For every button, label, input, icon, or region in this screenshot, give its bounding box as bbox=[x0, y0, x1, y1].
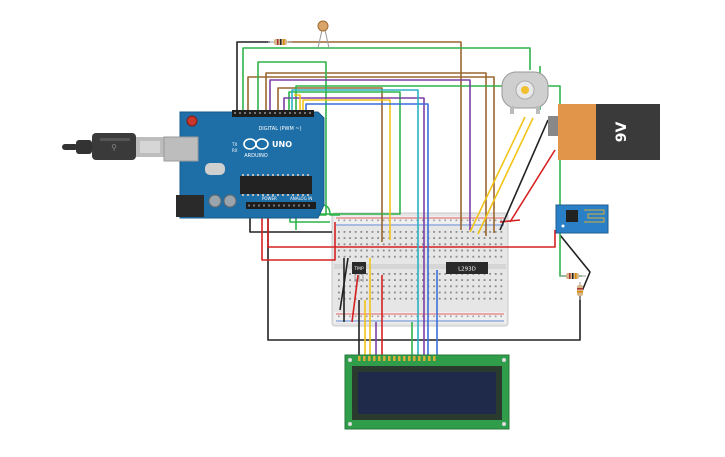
lcd-screen bbox=[358, 372, 496, 414]
usb-icon: ⚲ bbox=[111, 143, 117, 152]
reset-button[interactable] bbox=[186, 115, 198, 127]
arduino-logo-icon bbox=[243, 138, 269, 150]
rx-label: RX bbox=[232, 148, 238, 153]
motor-driver-ic[interactable]: L293D bbox=[446, 262, 488, 274]
photoresistor[interactable] bbox=[317, 20, 330, 49]
model-label: UNO bbox=[272, 140, 292, 149]
tx-label: TX bbox=[231, 142, 237, 147]
wires[interactable] bbox=[236, 41, 591, 357]
resistor-right[interactable] bbox=[560, 273, 586, 279]
crystal bbox=[205, 163, 225, 175]
atmega-chip bbox=[240, 176, 312, 194]
digital-header-label: DIGITAL (PWM ~) bbox=[258, 126, 301, 132]
temperature-sensor[interactable]: TMP bbox=[352, 262, 366, 282]
digital-header[interactable] bbox=[232, 110, 314, 117]
wifi-module[interactable] bbox=[555, 204, 609, 234]
motor-driver-label: L293D bbox=[458, 267, 476, 273]
battery-9v[interactable]: 9V bbox=[548, 104, 660, 160]
power-analog-header[interactable] bbox=[246, 202, 316, 209]
brand-label: ARDUINO bbox=[244, 153, 268, 159]
power-jack bbox=[176, 195, 204, 217]
sensor-label: TMP bbox=[353, 266, 364, 272]
analog-label: ANALOG IN bbox=[290, 196, 312, 201]
usb-cable[interactable]: ⚲ bbox=[62, 133, 164, 160]
lcd-display[interactable] bbox=[344, 354, 510, 430]
arduino-uno[interactable]: DIGITAL (PWM ~) UNO ARDUINO TX RX POWER … bbox=[163, 110, 325, 219]
dc-motor[interactable] bbox=[501, 71, 549, 114]
resistor-top[interactable] bbox=[268, 39, 292, 45]
resistor-lower[interactable] bbox=[577, 282, 583, 300]
power-label: POWER bbox=[262, 196, 277, 201]
battery-label: 9V bbox=[614, 122, 630, 143]
usb-jack bbox=[163, 136, 199, 162]
